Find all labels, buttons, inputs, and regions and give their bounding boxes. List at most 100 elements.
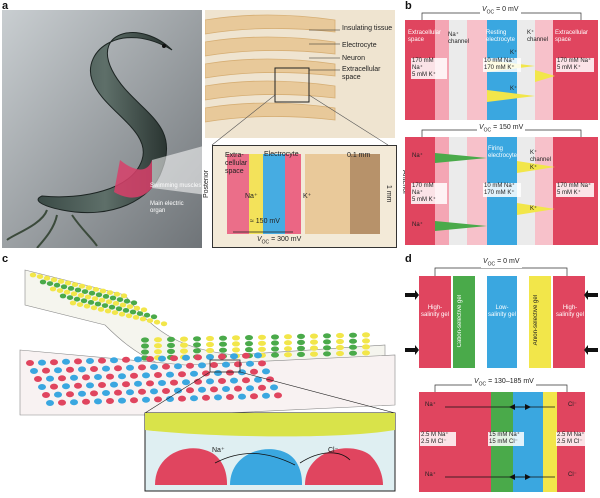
droplet [154, 372, 162, 378]
droplet [118, 397, 126, 404]
droplet [153, 319, 161, 325]
d-top-voc: VOC = 0 mV [481, 258, 522, 269]
droplet [88, 290, 96, 296]
droplet [101, 303, 109, 308]
droplet [182, 354, 190, 361]
b-bottom-na-top: Na⁺ [412, 153, 423, 159]
droplet [134, 380, 142, 387]
droplet [49, 286, 57, 292]
eel-illustration [2, 10, 207, 249]
droplet [38, 384, 46, 390]
droplet [234, 361, 242, 368]
droplet [154, 349, 162, 355]
droplet [274, 392, 282, 399]
b-top-extra-right: Extracellular space [555, 30, 589, 43]
droplet [310, 351, 318, 357]
droplet [174, 387, 182, 394]
droplet [66, 295, 74, 300]
droplet [126, 304, 134, 309]
d-top-high-right: High-salinity gel [556, 305, 585, 318]
droplet [139, 316, 147, 322]
droplet [297, 345, 305, 351]
droplet [206, 347, 214, 354]
droplet [85, 285, 93, 291]
droplet [310, 345, 318, 351]
droplet [170, 379, 178, 386]
droplet [234, 385, 242, 392]
droplet [102, 390, 110, 396]
droplet [50, 359, 58, 366]
droplet [57, 279, 65, 284]
droplet [70, 399, 78, 406]
b-top-k2: K⁺ [510, 86, 518, 92]
droplet [150, 388, 158, 395]
droplet [194, 378, 202, 385]
droplet [245, 341, 253, 347]
droplet [36, 274, 44, 279]
droplet [74, 382, 82, 389]
b-top-extra-left: Extracellular space [408, 30, 442, 43]
droplet [56, 288, 64, 293]
droplet [246, 385, 254, 392]
droplet [242, 352, 250, 359]
label-main-electric-organ: Main electric organ [150, 201, 184, 214]
droplet [230, 353, 238, 360]
droplet [219, 347, 227, 353]
droplet [284, 346, 292, 352]
d-top-high-left: High-salinity gel [421, 305, 450, 318]
droplet [222, 386, 230, 392]
droplet [349, 338, 357, 344]
droplet [34, 376, 42, 382]
droplet [167, 336, 175, 342]
droplet [349, 332, 357, 338]
droplet [78, 366, 86, 373]
d-bottom-left-conc: 2.5 M Na⁺ 2.5 M Cl⁻ [420, 432, 456, 446]
droplet [78, 283, 86, 289]
droplet [271, 334, 279, 340]
droplet [198, 362, 206, 369]
droplet [92, 287, 100, 292]
inset-electrocyte [212, 145, 397, 248]
droplet [54, 391, 62, 398]
label-posterior: Posterior [203, 170, 210, 199]
b-top-k1: K⁺ [510, 50, 518, 56]
droplet [232, 347, 240, 353]
droplet [81, 289, 89, 294]
d-bottom-cl-bottom: Cl⁻ [568, 472, 577, 478]
droplet [323, 345, 331, 351]
d-bottom-mid-conc: 15 mM Na⁺ 15 mM Cl⁻ [488, 432, 524, 446]
droplet [323, 333, 331, 339]
droplet [82, 398, 90, 405]
droplet [323, 339, 331, 345]
droplet [193, 336, 201, 342]
droplet [62, 383, 70, 390]
droplet [130, 372, 138, 379]
droplet [98, 382, 106, 388]
droplet [242, 377, 250, 384]
droplet [71, 282, 79, 287]
droplet [158, 380, 166, 386]
droplet [154, 337, 162, 343]
droplet [70, 374, 78, 381]
droplet [46, 281, 54, 286]
droplet [254, 376, 262, 383]
droplet [66, 366, 74, 373]
droplet [122, 356, 130, 363]
droplet [58, 399, 66, 406]
droplet [162, 363, 170, 370]
droplet [95, 292, 103, 298]
droplet [210, 386, 218, 393]
b-bottom-right-conc: 170 mM Na⁺ 5 mM K⁺ [556, 183, 594, 197]
droplet [194, 354, 202, 361]
droplet [50, 277, 58, 283]
droplet [84, 294, 92, 300]
panel-label-c: c [2, 253, 9, 265]
droplet [118, 311, 126, 317]
droplet [43, 275, 51, 281]
droplet [182, 379, 190, 386]
droplet [238, 393, 246, 400]
c-cl: Cl⁻ [328, 447, 339, 454]
droplet [146, 356, 154, 362]
droplet [210, 362, 218, 368]
droplet [110, 381, 118, 388]
